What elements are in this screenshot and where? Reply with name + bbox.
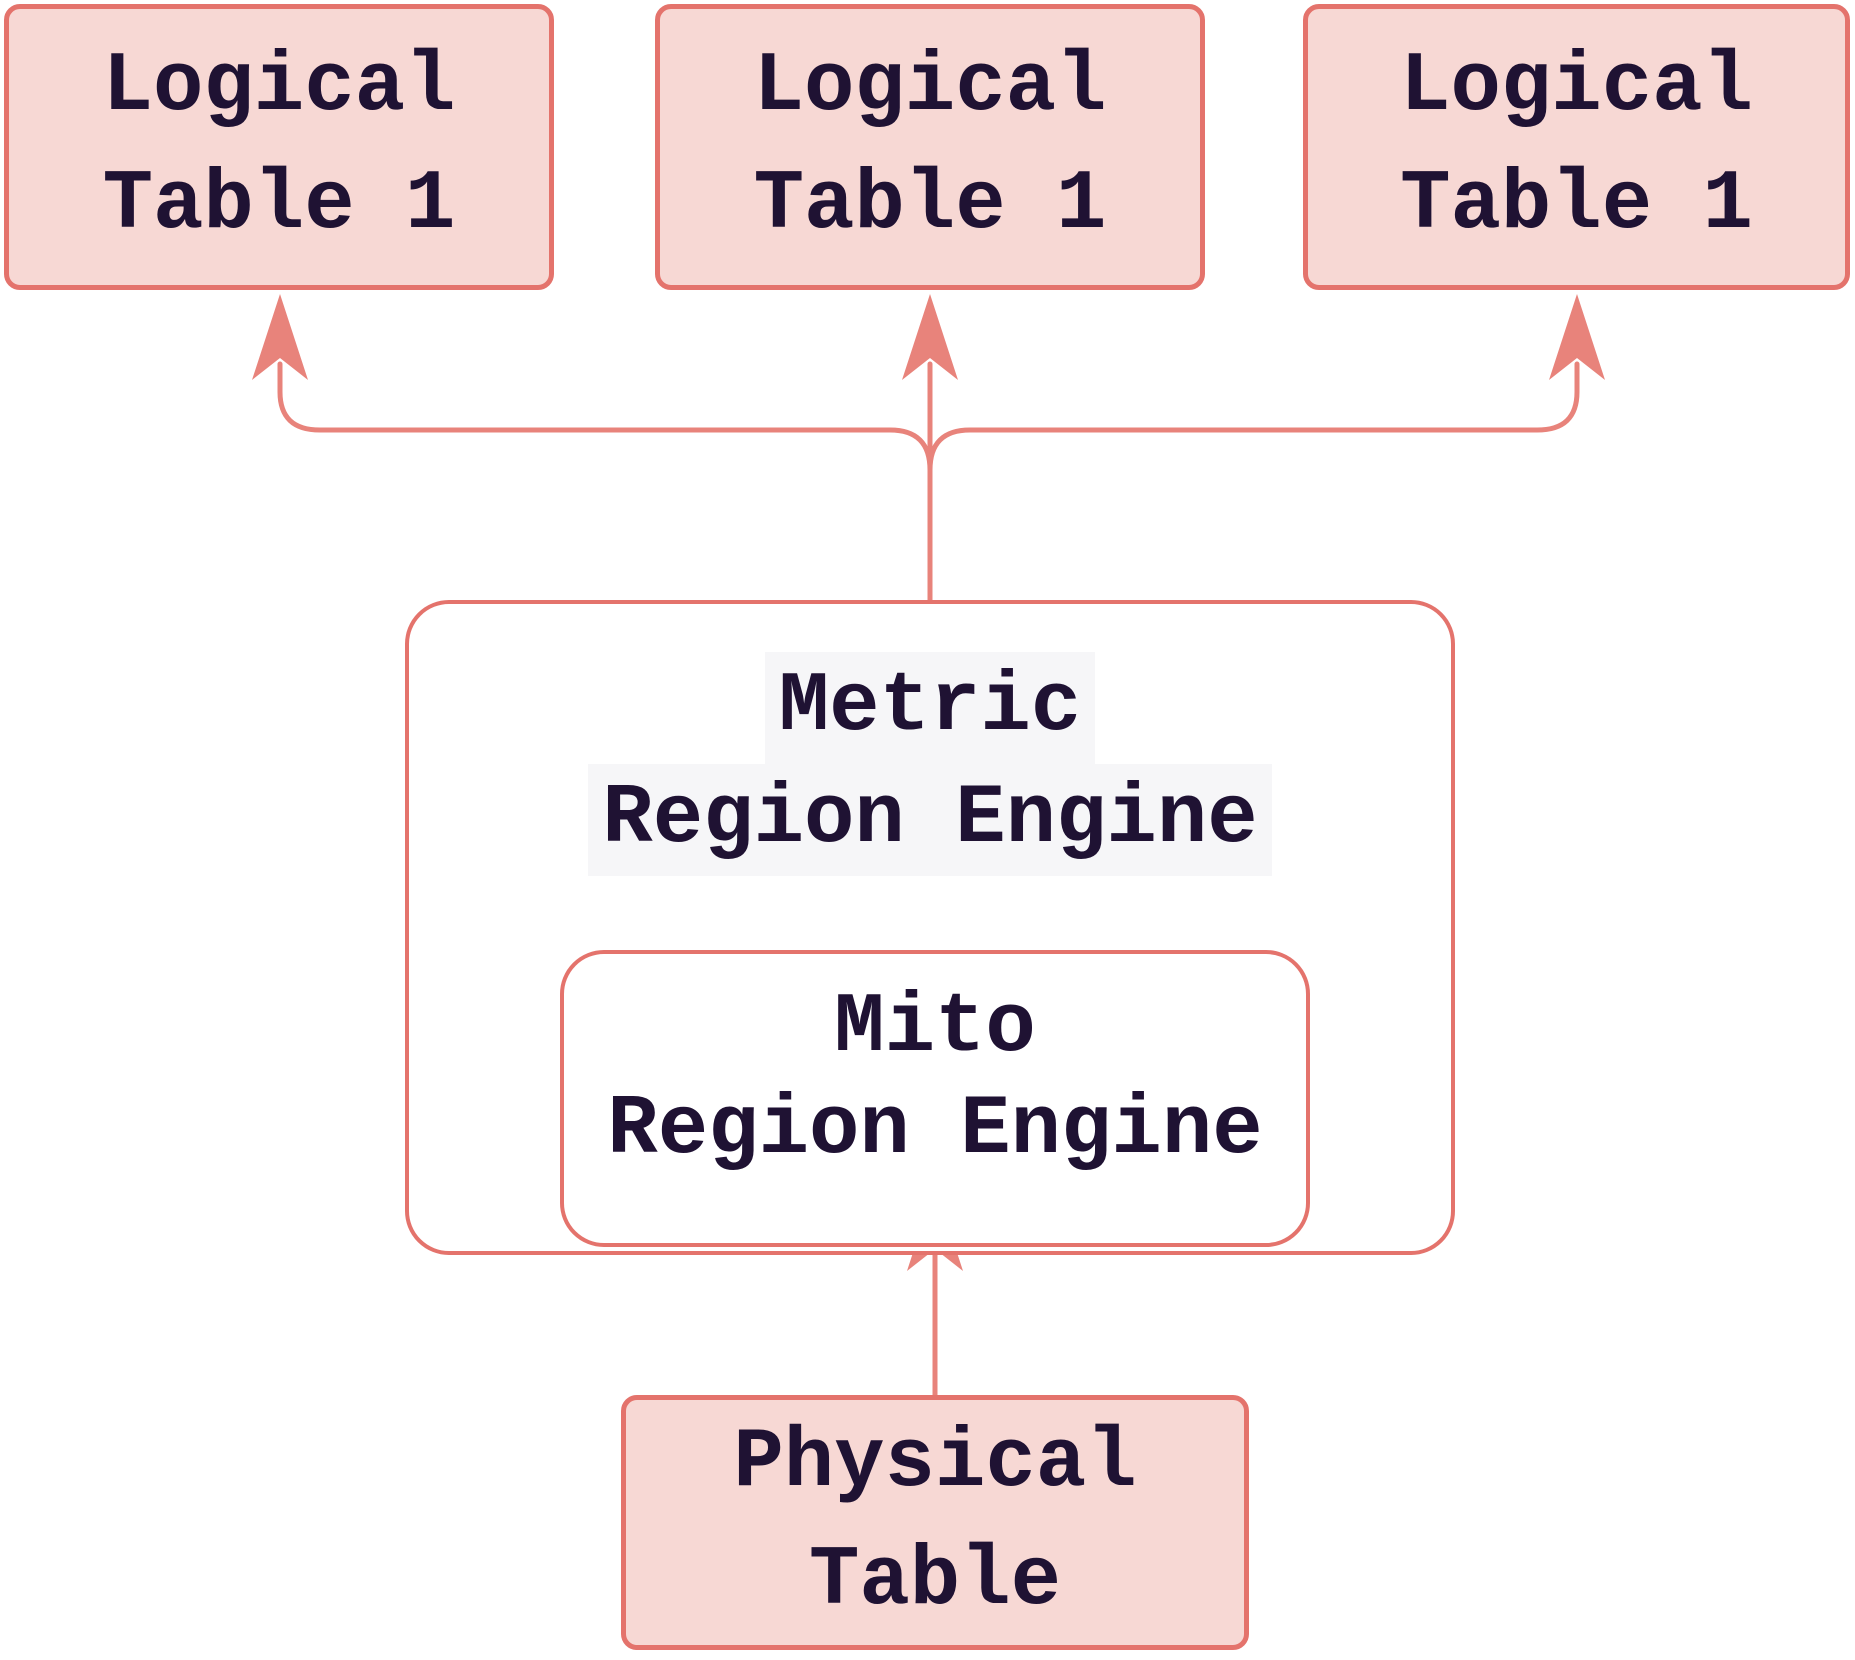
node-mito-region-engine: Mito Region Engine [560,950,1310,1247]
node-physical-table: Physical Table [621,1395,1249,1650]
node-label: Physical [733,1415,1137,1511]
node-label: Mito [834,981,1036,1076]
node-logical-table-c: Logical Table 1 [1303,4,1850,290]
node-label: Logical [102,40,456,135]
node-label: Table 1 [102,158,456,253]
node-label: Metric [764,652,1096,764]
node-label: Logical [1400,40,1753,135]
arrowhead-logical-b [902,294,958,380]
node-label: Table 1 [753,158,1107,253]
node-label: Table [808,1533,1062,1629]
node-logical-table-a: Logical Table 1 [4,4,554,290]
edge-metric-to-logical-c [927,361,1580,473]
arrowhead-logical-a [252,294,308,380]
arrowhead-logical-c [1549,294,1605,380]
node-label: Table 1 [1400,158,1753,253]
node-label: Region Engine [607,1083,1263,1178]
node-label: Region Engine [588,764,1272,876]
node-label: Logical [753,40,1107,135]
node-logical-table-b: Logical Table 1 [655,4,1205,290]
edge-metric-to-logical-a [277,361,933,473]
